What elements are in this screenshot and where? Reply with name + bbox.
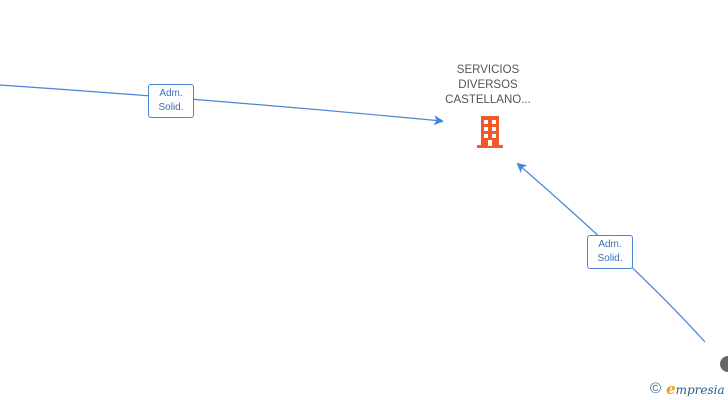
person-node-offscreen[interactable] [720,356,728,372]
empresia-watermark: © empresia [650,380,725,398]
company-name-line-3: CASTELLANO... [445,94,531,106]
logo-text: mpresia [675,382,725,397]
building-icon[interactable] [474,115,506,149]
edge-line-left[interactable] [0,84,444,126]
company-name-line-2: DIVERSOS [458,79,518,91]
empresia-logo: empresia [666,380,725,399]
edge-label-line-1: Adm. [159,88,183,99]
edge-label-adm-solid-right[interactable]: Adm. Solid. [587,235,633,269]
copyright-icon: © [650,380,662,397]
company-name-label[interactable]: SERVICIOS DIVERSOS CASTELLANO... [428,63,548,108]
edge-label-line-2: Solid. [158,102,184,113]
logo-initial: e [666,379,676,398]
edge-label-line-2: Solid. [597,253,623,264]
edge-label-line-1: Adm. [598,239,622,250]
company-name-line-1: SERVICIOS [456,64,520,76]
edge-label-adm-solid-left[interactable]: Adm. Solid. [148,84,194,118]
